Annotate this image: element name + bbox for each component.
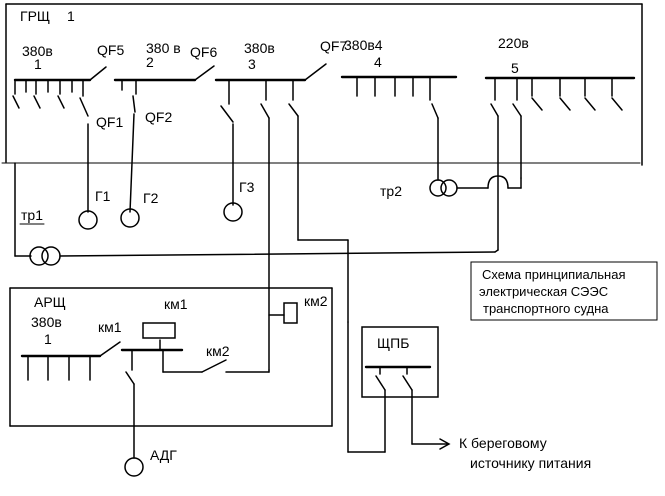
qf2-label: QF2 — [145, 109, 172, 125]
qf6-label: QF6 — [190, 44, 217, 60]
qf6-blade — [194, 65, 215, 81]
g3-label: Г3 — [239, 179, 255, 195]
shore-panel — [347, 321, 451, 453]
bus4-feeders — [356, 76, 439, 181]
section1-number: 1 — [34, 56, 42, 72]
main-buses — [13, 75, 636, 82]
shore-panel-label: ЩПБ — [377, 335, 409, 351]
g1-label: Г1 — [95, 188, 111, 204]
section-breakers — [89, 63, 327, 81]
generator-g3 — [223, 202, 243, 222]
section1-voltage: 380в — [22, 43, 53, 59]
generator-g2 — [120, 208, 140, 228]
km1-blade — [99, 341, 121, 357]
grsch-title: ГРЩ — [20, 8, 50, 24]
generator-g1 — [78, 210, 98, 230]
transformer-tr2 — [429, 175, 522, 197]
section2-number: 2 — [146, 54, 154, 70]
tr1-label: тр1 — [21, 207, 43, 223]
shore-note-line1: К береговому — [459, 435, 547, 451]
km1-coil — [142, 322, 176, 339]
shore-note-line2: источнику питания — [470, 455, 591, 471]
generators — [78, 202, 243, 230]
arsch-number: 1 — [44, 331, 52, 347]
qf7-blade — [304, 63, 327, 81]
bus5-feeders — [490, 77, 623, 251]
qf7-label: QF7 — [320, 38, 347, 54]
km2-blade — [201, 359, 227, 373]
generator-adg — [124, 457, 144, 477]
bus2-feeders — [121, 79, 137, 213]
km2-coil-label: км2 — [304, 293, 328, 309]
caption-line3: транспортного судна — [483, 301, 609, 316]
grsch-frame — [1, 3, 643, 166]
section4-number: 4 — [374, 54, 382, 70]
bus3-feeders — [220, 79, 349, 371]
km1-coil-label: км1 — [164, 296, 188, 312]
adg-label: АДГ — [150, 447, 177, 463]
section3-voltage: 380в — [244, 40, 275, 56]
qf1-label: QF1 — [96, 114, 123, 130]
g2-label: Г2 — [143, 190, 159, 206]
qf5-label: QF5 — [97, 42, 124, 58]
arsch-bus — [20, 302, 298, 459]
bus1-feeders — [12, 79, 89, 213]
arsch-title: АРЩ — [34, 294, 66, 310]
caption-frame — [470, 261, 658, 321]
section3-number: 3 — [248, 56, 256, 72]
tr2-label: тр2 — [380, 183, 402, 199]
section5-number: 5 — [511, 60, 519, 76]
section4-voltage: 380в4 — [344, 37, 383, 53]
grsch-number: 1 — [67, 8, 75, 24]
km2-coil — [283, 302, 298, 324]
section2-voltage: 380 в — [146, 40, 181, 56]
qf5-blade — [89, 66, 107, 81]
caption-line2: электрическая СЭЭС — [479, 284, 608, 299]
arsch-voltage: 380в — [31, 314, 62, 330]
arsch-frame — [9, 287, 333, 427]
km1-left-label: км1 — [98, 319, 122, 335]
section5-voltage: 220в — [498, 35, 529, 51]
caption-line1: Схема принципиальная — [482, 267, 626, 282]
transformer-tr1 — [14, 162, 499, 266]
km2-line-label: км2 — [206, 343, 230, 359]
